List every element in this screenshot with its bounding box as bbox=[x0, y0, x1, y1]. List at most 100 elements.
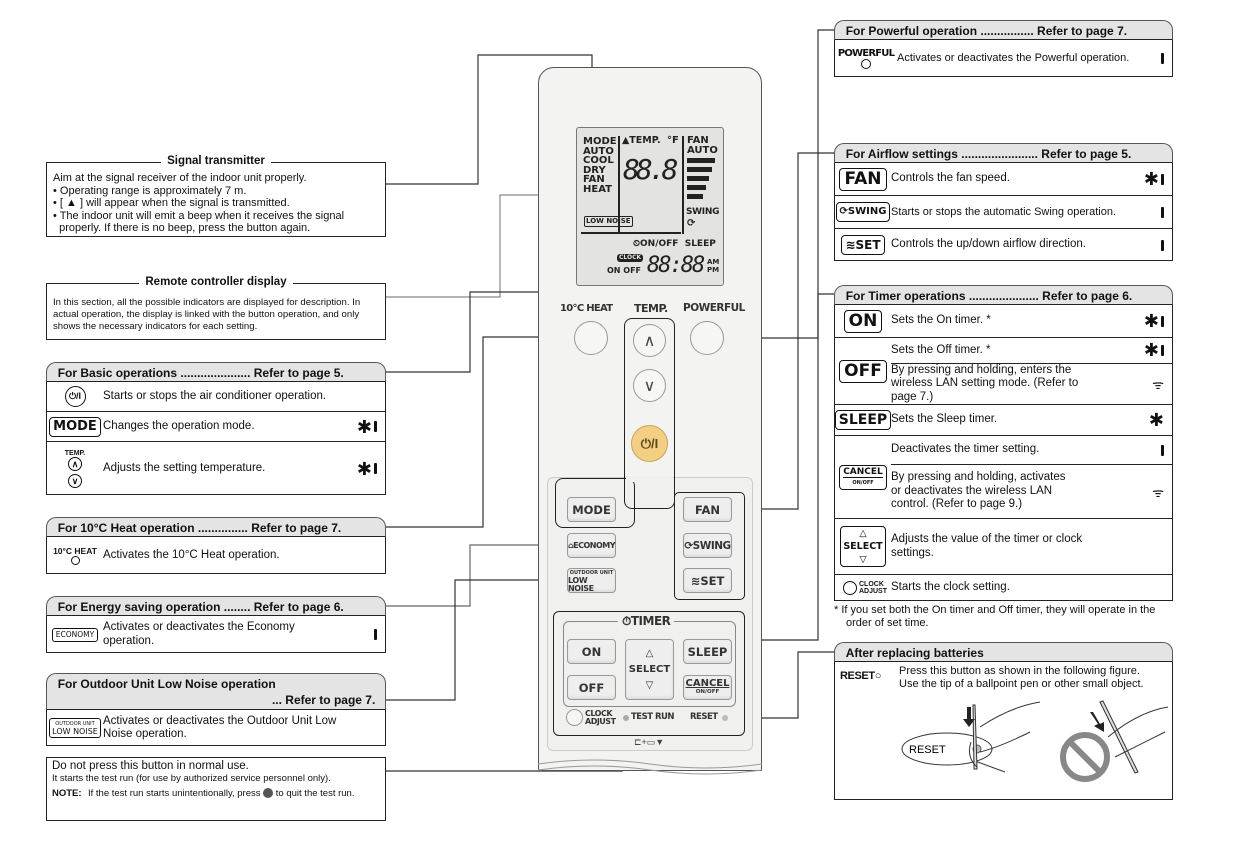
circle-button-icon bbox=[843, 581, 857, 595]
lcd-mode-cool: COOL bbox=[583, 155, 614, 166]
timer-header: For Timer operations ...................… bbox=[833, 285, 1174, 305]
star-icon: ✱ bbox=[1148, 410, 1164, 430]
economy-button[interactable]: ⌂ECONOMY bbox=[567, 533, 616, 558]
reset-button[interactable] bbox=[722, 715, 728, 721]
select-icon: SELECT bbox=[843, 541, 883, 552]
note-label: NOTE: bbox=[52, 788, 82, 799]
sleep-button[interactable]: SLEEP bbox=[683, 639, 732, 664]
star-icon: ✱ bbox=[1143, 340, 1159, 361]
batteries-header: After replacing batteries bbox=[833, 642, 1174, 662]
signal-line: • Operating range is approximately 7 m. bbox=[53, 184, 247, 197]
note-text-2: to quit the test run. bbox=[275, 788, 355, 799]
powerful-section: For Powerful operation ................ … bbox=[833, 20, 1174, 77]
powerful-button[interactable] bbox=[690, 321, 724, 355]
row-text: Adjusts the setting temperature. bbox=[103, 461, 266, 474]
lcd-low-noise: LOW NOISE bbox=[584, 216, 633, 227]
off-button[interactable]: OFF bbox=[567, 675, 616, 700]
power-icon: ⏻/I bbox=[640, 435, 659, 451]
row-text: Activates the 10°C Heat operation. bbox=[103, 548, 280, 561]
temp-group-outline bbox=[624, 318, 675, 509]
lownoise-icon-top: OUTDOOR UNIT bbox=[55, 721, 95, 727]
outline-joint bbox=[626, 476, 673, 482]
lcd-mode-heat: HEAT bbox=[583, 183, 612, 195]
bar-icon bbox=[1161, 206, 1164, 218]
airflow-header: For Airflow settings ...................… bbox=[833, 143, 1174, 163]
down-triangle-icon: ▽ bbox=[645, 679, 654, 691]
lcd-temp-label: ▲TEMP. bbox=[622, 135, 661, 146]
row-text: Starts or stops the air conditioner oper… bbox=[103, 389, 327, 402]
reset-icon: RESET○ bbox=[840, 670, 881, 682]
heat10-section: For 10°C Heat operation ............... … bbox=[45, 517, 387, 574]
circle-button-icon bbox=[70, 556, 80, 565]
swing-button[interactable]: ⟳SWING bbox=[683, 533, 732, 558]
clock-adjust-icon: CLOCK ADJUST bbox=[859, 581, 888, 595]
lownoise-header-title: For Outdoor Unit Low Noise operation bbox=[57, 677, 276, 691]
circle-button-icon bbox=[861, 59, 871, 69]
temp-down-icon: ∨ bbox=[68, 473, 82, 488]
timer-group-outline bbox=[553, 611, 745, 736]
timer-section: For Timer operations ...................… bbox=[833, 285, 1174, 601]
bar-icon bbox=[1161, 315, 1164, 327]
heat10-button[interactable] bbox=[574, 321, 608, 355]
economy-icon: ECONOMY bbox=[51, 627, 99, 642]
basic-header: For Basic operations ...................… bbox=[45, 362, 387, 382]
swing-label: SWING bbox=[692, 539, 731, 552]
batteries-line1: Press this button as shown in the follow… bbox=[899, 665, 1140, 677]
temp-up-button[interactable]: ∧ bbox=[633, 324, 666, 357]
display-note-text: In this section, all the possible indica… bbox=[53, 297, 361, 332]
basic-row-mode: MODE Changes the operation mode. ✱ bbox=[47, 412, 385, 442]
star-icon: ✱ bbox=[356, 458, 372, 479]
row-text: Activates or deactivates the Economy ope… bbox=[103, 621, 295, 647]
sleep-icon: SLEEP bbox=[834, 410, 892, 430]
powerful-label: POWERFUL bbox=[683, 302, 745, 314]
basic-operations-section: For Basic operations ...................… bbox=[45, 362, 387, 495]
select-button[interactable]: △SELECT▽ bbox=[625, 639, 674, 700]
timer-label-text: TIMER bbox=[630, 614, 671, 628]
bar-icon bbox=[374, 463, 377, 474]
powerful-icon: POWERFUL bbox=[837, 48, 895, 59]
lcd-fan: FAN bbox=[687, 135, 709, 146]
cancel-button[interactable]: CANCEL bbox=[685, 677, 730, 689]
row-text: Activates or deactivates the Outdoor Uni… bbox=[103, 714, 337, 741]
select-label: SELECT bbox=[628, 663, 671, 675]
signal-line: • [ ▲ ] will appear when the signal is t… bbox=[53, 197, 290, 209]
row-text: Controls the up/down airflow direction. bbox=[891, 238, 1086, 251]
chevron-up-icon: ∧ bbox=[643, 332, 656, 350]
fan-button[interactable]: FAN bbox=[683, 497, 732, 522]
swing-icon-label: SWING bbox=[847, 206, 887, 217]
set-button[interactable]: ≋SET bbox=[683, 568, 732, 593]
test-run-info: It starts the test run (for use by autho… bbox=[52, 773, 331, 784]
row-text: Adjusts the value of the timer or clock … bbox=[891, 533, 1083, 559]
power-button[interactable]: ⏻/I bbox=[631, 425, 668, 462]
lcd-mode-auto: AUTO bbox=[583, 145, 614, 157]
row-text: Controls the fan speed. bbox=[891, 172, 1010, 185]
wifi-icon: ᯤ bbox=[1152, 484, 1164, 500]
down-triangle-icon: ▽ bbox=[859, 554, 867, 565]
set-label: SET bbox=[700, 573, 725, 588]
temp-down-button[interactable]: ∨ bbox=[633, 369, 666, 402]
chevron-down-icon: ∨ bbox=[643, 377, 656, 395]
row-text: Activates or deactivates the Powerful op… bbox=[897, 52, 1130, 65]
mode-group-outline bbox=[555, 478, 635, 528]
on-button[interactable]: ON bbox=[567, 639, 616, 664]
bar-icon bbox=[374, 629, 377, 640]
display-note-title: Remote controller display bbox=[139, 276, 293, 288]
timer-label: ⏱TIMER bbox=[618, 614, 675, 629]
economy-label: ECONOMY bbox=[573, 541, 616, 550]
lownoise-button[interactable]: LOW NOISE bbox=[568, 575, 594, 593]
power-icon: ⏻/I bbox=[64, 386, 86, 407]
row-text: By pressing and holding, activates or de… bbox=[891, 471, 1066, 511]
test-run-button[interactable] bbox=[623, 715, 629, 721]
bar-icon bbox=[1161, 344, 1164, 356]
clock-label: CLOCK bbox=[585, 709, 613, 718]
lcd-mode: MODE bbox=[583, 136, 617, 147]
test-run-box: Do not press this button in normal use. … bbox=[46, 757, 386, 821]
note-text: If the test run starts unintentionally, … bbox=[88, 788, 261, 799]
lcd-mode-dry: DRY bbox=[583, 164, 606, 176]
mode-button[interactable]: MODE bbox=[567, 497, 616, 522]
clock-adjust-button[interactable] bbox=[566, 709, 583, 726]
row-text: Starts the clock setting. bbox=[891, 581, 1010, 594]
up-triangle-icon: △ bbox=[859, 528, 867, 539]
figure-reset-label: RESET bbox=[909, 744, 946, 756]
test-run-label: TEST RUN bbox=[631, 712, 675, 722]
